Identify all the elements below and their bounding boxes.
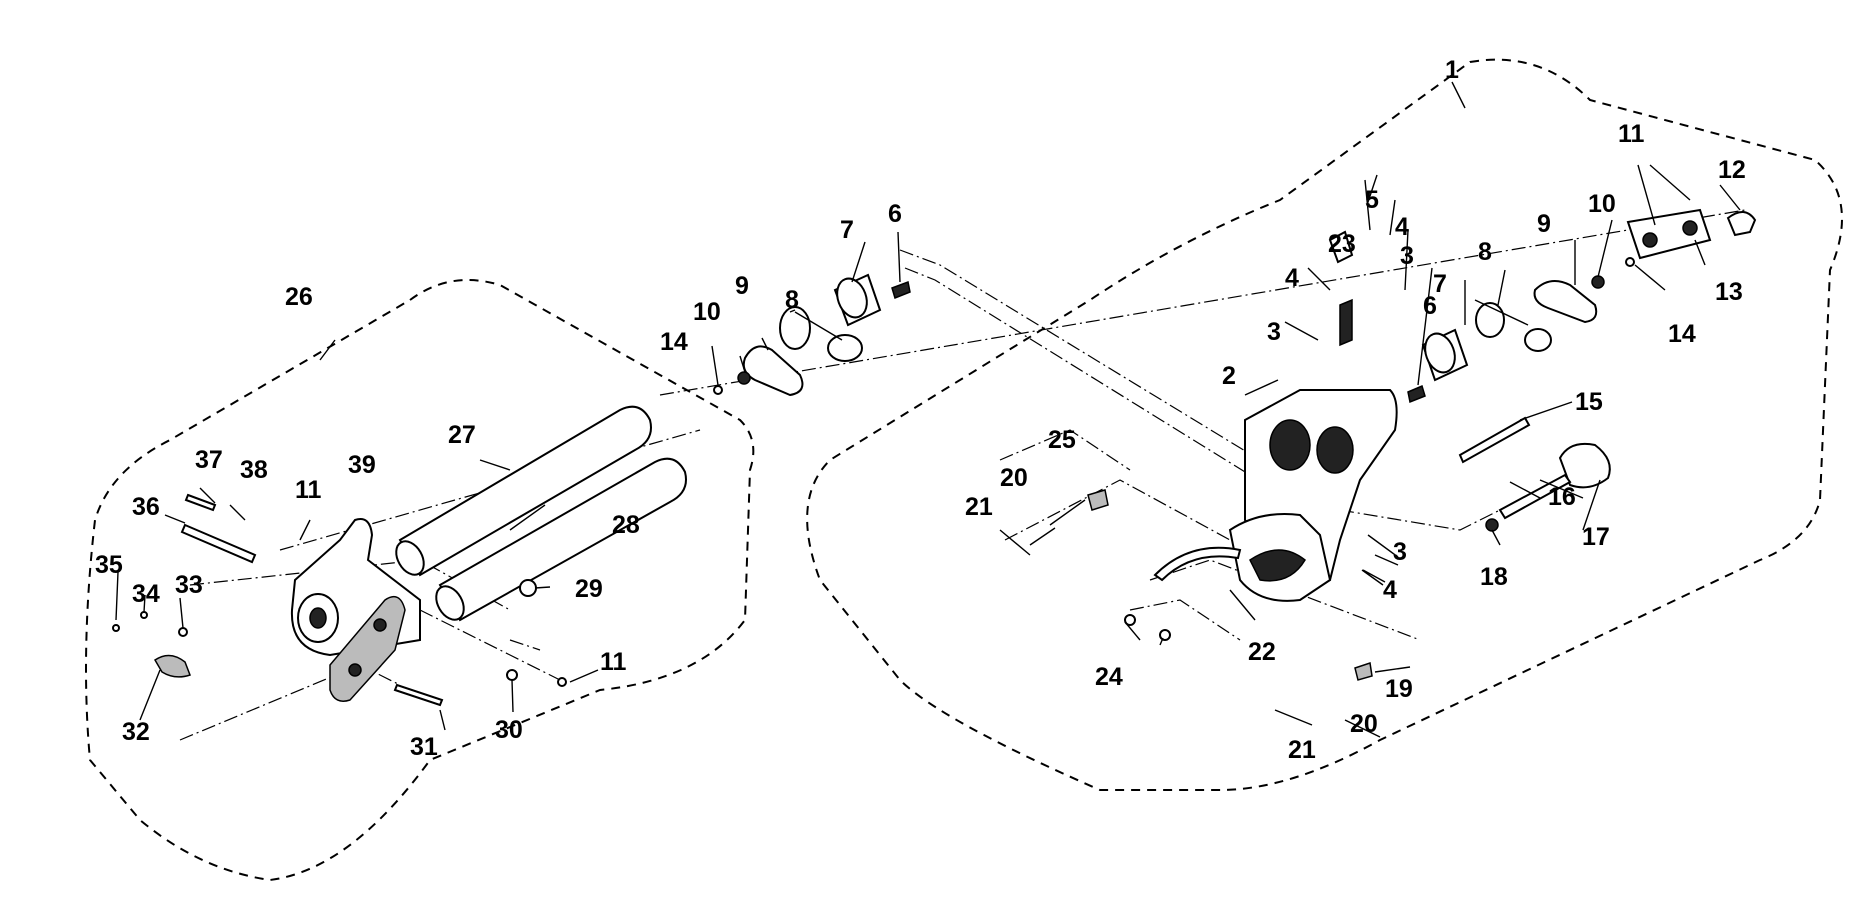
callout-25: 25	[1048, 426, 1076, 454]
pin-33	[178, 627, 188, 637]
callout-33: 33	[175, 571, 203, 599]
callout-37: 37	[195, 446, 223, 474]
callout-8a: 8	[785, 286, 799, 314]
fitting-5	[1328, 230, 1354, 264]
callout-39: 39	[348, 451, 376, 479]
callout-27: 27	[448, 421, 476, 449]
callout-28: 28	[612, 511, 640, 539]
right-housing-chain	[999, 429, 1601, 641]
callout-38: 38	[240, 456, 268, 484]
callout-3b: 3	[1400, 242, 1414, 270]
callout-11c: 11	[600, 648, 627, 676]
callout-7a: 7	[840, 216, 854, 244]
nut-10-right	[1591, 275, 1605, 289]
callout-17: 17	[1582, 523, 1610, 551]
callout-6b: 6	[1423, 292, 1437, 320]
callout-14b: 14	[1668, 320, 1696, 348]
assembly-1-outline	[806, 58, 1843, 791]
callout-1: 1	[1445, 56, 1459, 84]
callout-21b: 21	[1288, 736, 1316, 764]
callout-15: 15	[1575, 388, 1603, 416]
callout-31: 31	[410, 733, 438, 761]
clip-6-left	[891, 280, 911, 300]
pin-35	[112, 624, 120, 632]
callout-2: 2	[1222, 362, 1236, 390]
bolt-15	[1458, 416, 1531, 464]
callout-32: 32	[122, 718, 150, 746]
axis-chain-line	[659, 209, 1746, 396]
callout-11a: 11	[295, 476, 322, 504]
link-plate-31	[329, 595, 406, 702]
callout-34: 34	[132, 580, 160, 608]
callout-19: 19	[1385, 675, 1413, 703]
callout-6a: 6	[888, 200, 902, 228]
pin-34	[140, 611, 148, 619]
screw-24b	[1159, 629, 1171, 641]
shaft-27	[395, 405, 652, 577]
clip-25	[1087, 489, 1109, 511]
nut-10-left	[737, 371, 751, 385]
callout-10b: 10	[1588, 190, 1616, 218]
callout-13: 13	[1715, 278, 1743, 306]
pin-37	[184, 493, 217, 512]
callout-36: 36	[132, 493, 160, 521]
washer-29	[519, 579, 537, 597]
callout-5: 5	[1365, 186, 1379, 214]
pin-36	[180, 523, 257, 564]
plate-9-left	[742, 345, 804, 397]
callout-11b: 11	[1618, 120, 1645, 148]
latch-12	[1726, 211, 1757, 237]
clip-6-right	[1407, 384, 1426, 404]
callout-8b: 8	[1478, 238, 1492, 266]
spring-23	[1339, 298, 1353, 347]
pin-11-lower	[557, 677, 567, 687]
callout-29: 29	[575, 575, 603, 603]
shaft-28	[435, 457, 687, 622]
washer-8a-right	[1475, 302, 1505, 338]
callout-35: 35	[95, 551, 123, 579]
callout-18: 18	[1480, 563, 1508, 591]
bushing-7-left	[833, 273, 882, 327]
washer-18	[1485, 518, 1499, 532]
cover-plate-22	[1228, 513, 1332, 602]
callout-14a: 14	[660, 328, 688, 356]
callout-20b: 20	[1350, 710, 1378, 738]
clip-32	[153, 654, 191, 678]
bushing-7-right	[1421, 328, 1469, 382]
callout-20a: 20	[1000, 464, 1028, 492]
screw-14-left	[713, 385, 723, 395]
callout-4c: 4	[1383, 576, 1397, 604]
plate-9-right	[1533, 280, 1598, 324]
callout-3a: 3	[1267, 318, 1281, 346]
screw-30	[506, 669, 518, 681]
callout-16: 16	[1548, 483, 1576, 511]
callout-9a: 9	[735, 272, 749, 300]
washer-8a-left	[779, 306, 811, 350]
bolt-31	[393, 683, 444, 707]
washer-8b-right	[1524, 328, 1552, 352]
screw-24a	[1124, 614, 1136, 626]
block-13	[1626, 208, 1712, 260]
callout-3c: 3	[1393, 538, 1407, 566]
clip-19	[1354, 662, 1373, 681]
callout-9b: 9	[1537, 210, 1551, 238]
callout-4a: 4	[1285, 264, 1299, 292]
callout-21a: 21	[965, 493, 993, 521]
callout-22: 22	[1248, 638, 1276, 666]
leader-lines	[115, 81, 1741, 738]
callout-12: 12	[1718, 156, 1746, 184]
screw-14-right	[1625, 257, 1635, 267]
rod-chain-upper	[899, 249, 1291, 471]
spring-clip-22	[1153, 546, 1242, 582]
callout-4b: 4	[1395, 213, 1409, 241]
callout-30: 30	[495, 716, 523, 744]
callout-7b: 7	[1433, 270, 1447, 298]
washer-8b-left	[827, 334, 863, 362]
callout-10a: 10	[693, 298, 721, 326]
callout-23: 23	[1328, 230, 1356, 258]
knob-17	[1558, 442, 1611, 489]
callout-24: 24	[1095, 663, 1123, 691]
callout-26: 26	[285, 283, 313, 311]
